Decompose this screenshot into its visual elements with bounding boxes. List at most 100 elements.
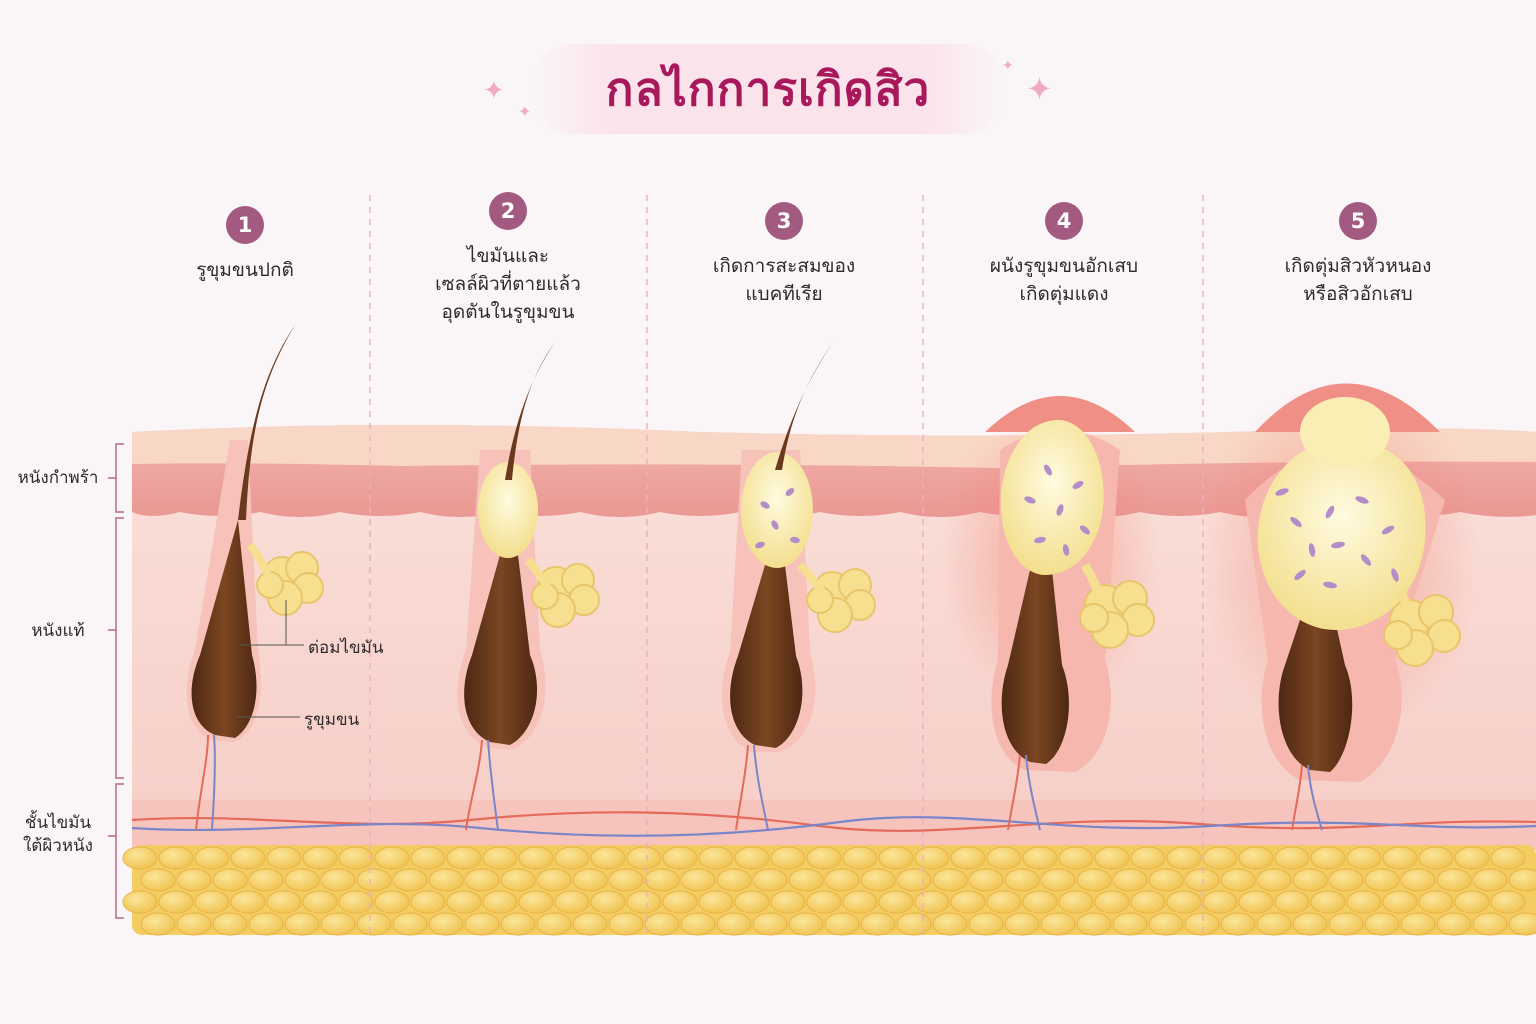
label-epidermis: หนังกำพร้า xyxy=(17,468,99,488)
fat-cell xyxy=(572,868,608,892)
fat-cell xyxy=(1112,868,1148,892)
stage-number-badge: 5 xyxy=(1339,202,1377,240)
stage-1-follicle xyxy=(186,325,324,831)
fat-cell xyxy=(770,890,806,914)
fat-cell xyxy=(446,846,482,870)
fat-cell xyxy=(1472,868,1508,892)
fat-cell xyxy=(122,846,158,870)
fat-cell xyxy=(842,846,878,870)
stage-2-heading: 2 ไขมันและ เซลล์ผิวที่ตายแล้ว อุดตันในรู… xyxy=(368,192,648,326)
stage-description: ไขมันและ เซลล์ผิวที่ตายแล้ว อุดตันในรูขุ… xyxy=(435,245,581,323)
fat-cell xyxy=(1202,846,1238,870)
fat-cell xyxy=(140,912,176,936)
fat-cell xyxy=(1274,846,1310,870)
fat-cell xyxy=(482,846,518,870)
fat-cell xyxy=(1220,868,1256,892)
fat-cell xyxy=(1058,890,1094,914)
fat-cell xyxy=(356,868,392,892)
fat-cell xyxy=(626,890,662,914)
fat-cell xyxy=(1022,846,1058,870)
fat-cell xyxy=(1310,846,1346,870)
fat-cell xyxy=(590,890,626,914)
fat-cell xyxy=(698,890,734,914)
fat-cell xyxy=(554,890,590,914)
fat-cell xyxy=(1166,890,1202,914)
fat-cell xyxy=(1508,912,1536,936)
fat-cell xyxy=(1130,890,1166,914)
fat-cell xyxy=(446,890,482,914)
fat-cell xyxy=(968,912,1004,936)
fat-cell xyxy=(896,912,932,936)
stage-5-heading: 5 เกิดตุ่มสิวหัวหนอง หรือสิวอักเสบ xyxy=(1218,202,1498,308)
fat-cell xyxy=(1418,890,1454,914)
fat-cell xyxy=(788,868,824,892)
fat-cell xyxy=(1364,912,1400,936)
fat-cell xyxy=(464,868,500,892)
fat-cell xyxy=(1256,912,1292,936)
fat-cell xyxy=(806,846,842,870)
stage-description: เกิดตุ่มสิวหัวหนอง หรือสิวอักเสบ xyxy=(1284,255,1432,305)
fat-cell xyxy=(752,912,788,936)
stage-description: เกิดการสะสมของ แบคทีเรีย xyxy=(712,255,856,305)
layer-brackets xyxy=(108,443,124,919)
fat-cell xyxy=(518,846,554,870)
fat-cell xyxy=(1004,912,1040,936)
fat-cell xyxy=(1418,846,1454,870)
fat-cell xyxy=(734,890,770,914)
fat-cell xyxy=(1094,890,1130,914)
fat-cell xyxy=(392,868,428,892)
fat-cell xyxy=(1490,890,1526,914)
sparkle-icon: ✦ xyxy=(483,76,505,106)
fat-cell xyxy=(212,868,248,892)
fat-cell xyxy=(482,890,518,914)
fat-cell xyxy=(698,846,734,870)
fat-cell xyxy=(1166,846,1202,870)
fat-cell xyxy=(536,912,572,936)
fat-cell xyxy=(1076,912,1112,936)
fat-cell xyxy=(1346,890,1382,914)
fat-cell xyxy=(1400,912,1436,936)
label-subcutaneous: ชั้นไขมัน ใต้ผิวหนัง xyxy=(23,813,93,856)
fat-cell xyxy=(1184,912,1220,936)
stage-number-badge: 1 xyxy=(226,206,264,244)
fat-cell xyxy=(1058,846,1094,870)
fat-cell xyxy=(860,868,896,892)
fat-cell xyxy=(860,912,896,936)
blood-vessels xyxy=(131,811,1536,837)
fat-cell xyxy=(662,846,698,870)
fat-cell xyxy=(896,868,932,892)
fat-cell xyxy=(230,890,266,914)
fat-cell xyxy=(1454,846,1490,870)
fat-cell xyxy=(158,846,194,870)
fat-cell xyxy=(428,868,464,892)
fat-cell xyxy=(1508,868,1536,892)
stage-3-heading: 3 เกิดการสะสมของ แบคทีเรีย xyxy=(644,202,924,308)
fat-cell xyxy=(176,868,212,892)
fat-cell xyxy=(1328,868,1364,892)
fat-cell xyxy=(644,912,680,936)
stage-number-badge: 2 xyxy=(489,192,527,230)
fat-cell xyxy=(878,846,914,870)
fat-cell xyxy=(1328,912,1364,936)
fat-cell xyxy=(230,846,266,870)
stage-1-heading: 1 รูขุมขนปกติ xyxy=(105,206,385,284)
fat-cell xyxy=(500,912,536,936)
fat-cell xyxy=(986,890,1022,914)
fat-cell xyxy=(320,912,356,936)
fat-cell xyxy=(410,890,446,914)
fat-cell xyxy=(1292,912,1328,936)
fat-cell xyxy=(1238,846,1274,870)
fat-cell xyxy=(680,868,716,892)
fat-cell xyxy=(914,890,950,914)
fat-cell xyxy=(320,868,356,892)
fat-cell xyxy=(176,912,212,936)
fat-cell xyxy=(644,868,680,892)
page-title: กลไกการเกิดสิว xyxy=(605,61,931,116)
fat-cell xyxy=(518,890,554,914)
fat-cell xyxy=(1040,912,1076,936)
fat-cell xyxy=(1184,868,1220,892)
fat-cell xyxy=(392,912,428,936)
fat-cell xyxy=(1490,846,1526,870)
fat-cell xyxy=(986,846,1022,870)
